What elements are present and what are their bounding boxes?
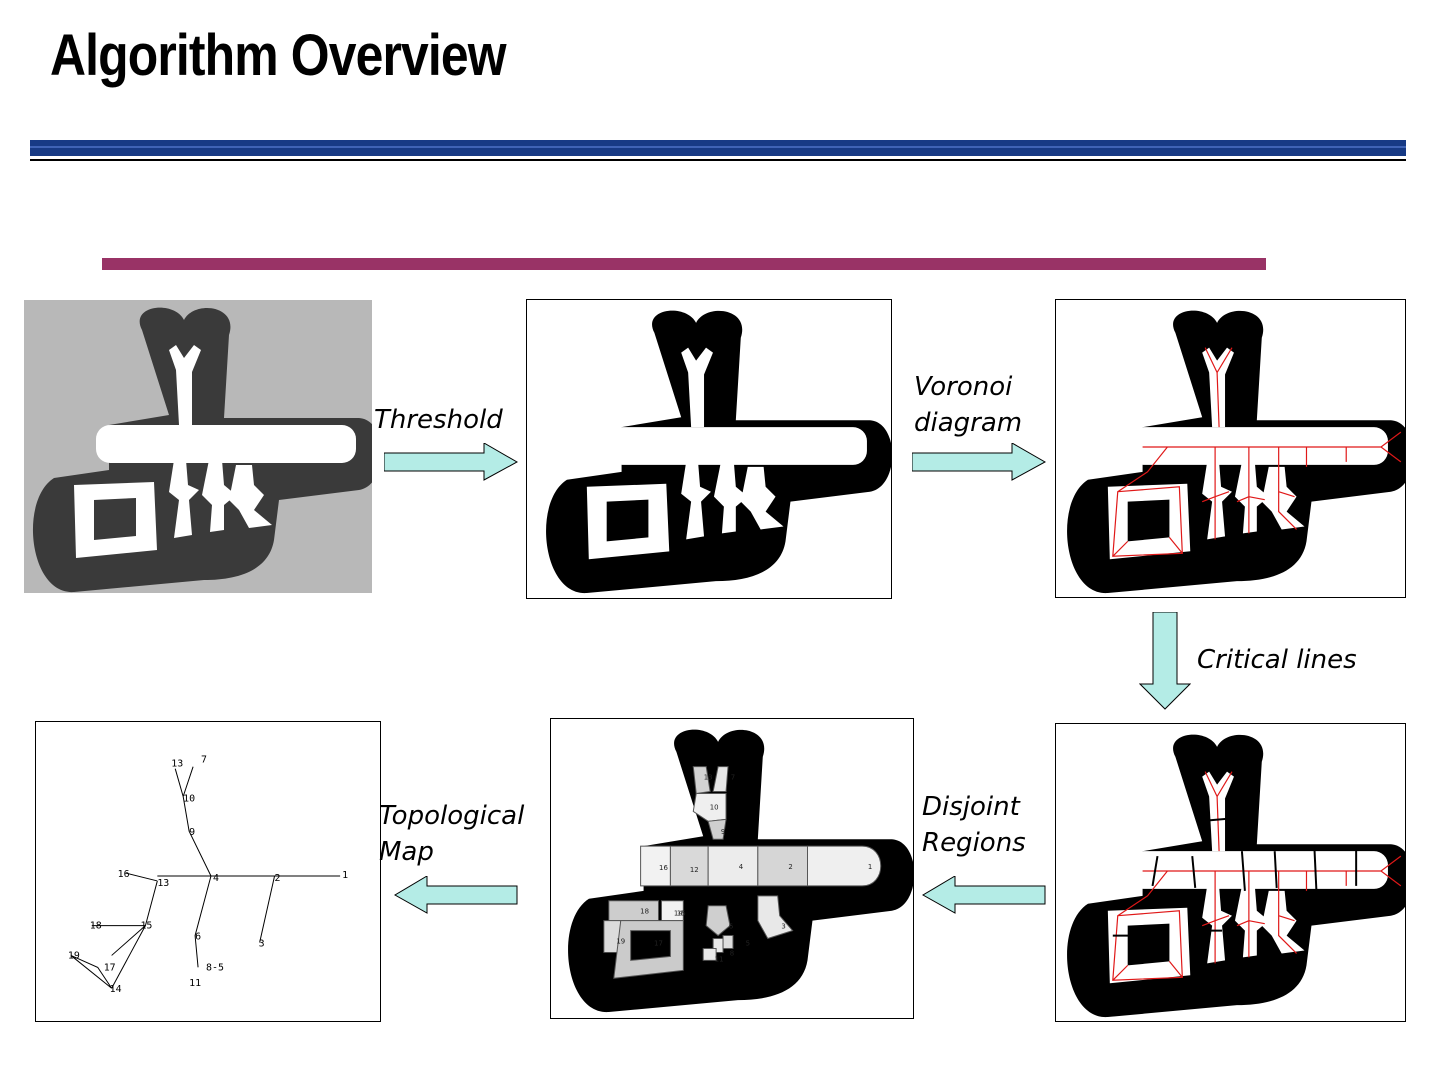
- accent-divider: [102, 258, 1266, 270]
- region-label: 11: [715, 955, 724, 963]
- region-label: 18: [640, 908, 649, 916]
- arrow-left-disjoint: [922, 875, 1046, 918]
- label-threshold: Threshold: [374, 405, 503, 435]
- arrow-down-critical: [1138, 611, 1192, 714]
- label-topological-line2: Map: [379, 837, 434, 867]
- graph-node-label: 10: [183, 793, 195, 804]
- graph-node-label: 16: [118, 869, 130, 880]
- region-label: 5: [746, 939, 750, 947]
- region-label: 3: [781, 923, 785, 931]
- region-label: 16: [659, 864, 668, 872]
- label-disjoint-line1: Disjoint: [922, 792, 1020, 822]
- graph-node-label: 1: [342, 870, 348, 881]
- region-label: 6: [729, 923, 733, 931]
- region-label: 17: [654, 939, 663, 947]
- graph-node-label: 13: [171, 759, 183, 770]
- region-label: 8: [730, 949, 734, 957]
- region-label: 9: [721, 828, 725, 836]
- label-disjoint-line2: Regions: [922, 828, 1026, 858]
- page-title: Algorithm Overview: [50, 23, 507, 88]
- label-topological-line1: Topological: [379, 801, 525, 831]
- critical-lines-map-image: [1055, 723, 1406, 1022]
- graph-node-label: 2: [275, 873, 281, 884]
- region-label: 7: [731, 774, 735, 782]
- region-label: 2: [788, 863, 792, 871]
- label-critical-lines: Critical lines: [1197, 645, 1357, 675]
- voronoi-map-image: [1055, 299, 1406, 598]
- graph-node-label: 11: [189, 978, 201, 989]
- graph-node-label: 4: [213, 873, 219, 884]
- graph-node-label: 18: [90, 921, 102, 932]
- label-voronoi-line2: diagram: [914, 408, 1023, 438]
- graph-node-label: 6: [195, 932, 201, 943]
- graph-node-label: 8-5: [206, 962, 224, 973]
- graph-node-label: 17: [104, 962, 116, 973]
- graph-node-label: 15: [140, 921, 152, 932]
- region-label: 12: [690, 866, 699, 874]
- arrow-right-threshold: [383, 442, 519, 485]
- region-label: 14: [674, 910, 683, 918]
- region-label: 4: [739, 863, 744, 871]
- region-label: 13: [704, 774, 713, 782]
- graph-node-label: 13: [157, 878, 169, 889]
- title-underline-bar: [30, 140, 1406, 156]
- graph-node-label: 9: [189, 827, 195, 838]
- occupancy-map-image: [24, 300, 372, 593]
- threshold-map-image: [526, 299, 892, 599]
- graph-node-label: 7: [201, 755, 207, 766]
- region-label: 19: [616, 937, 625, 945]
- graph-node-label: 19: [68, 950, 80, 961]
- graph-node-label: 3: [259, 938, 265, 949]
- title-underline-highlight: [30, 146, 1406, 148]
- region-label: 15: [677, 910, 686, 918]
- arrow-right-voronoi: [911, 442, 1047, 485]
- label-voronoi-line1: Voronoi: [914, 372, 1013, 402]
- title-underline-thin: [30, 159, 1406, 161]
- region-label: 1: [868, 863, 872, 871]
- arrow-left-topological: [394, 875, 518, 918]
- region-label: 10: [710, 803, 719, 811]
- graph-node-label: 14: [110, 984, 122, 995]
